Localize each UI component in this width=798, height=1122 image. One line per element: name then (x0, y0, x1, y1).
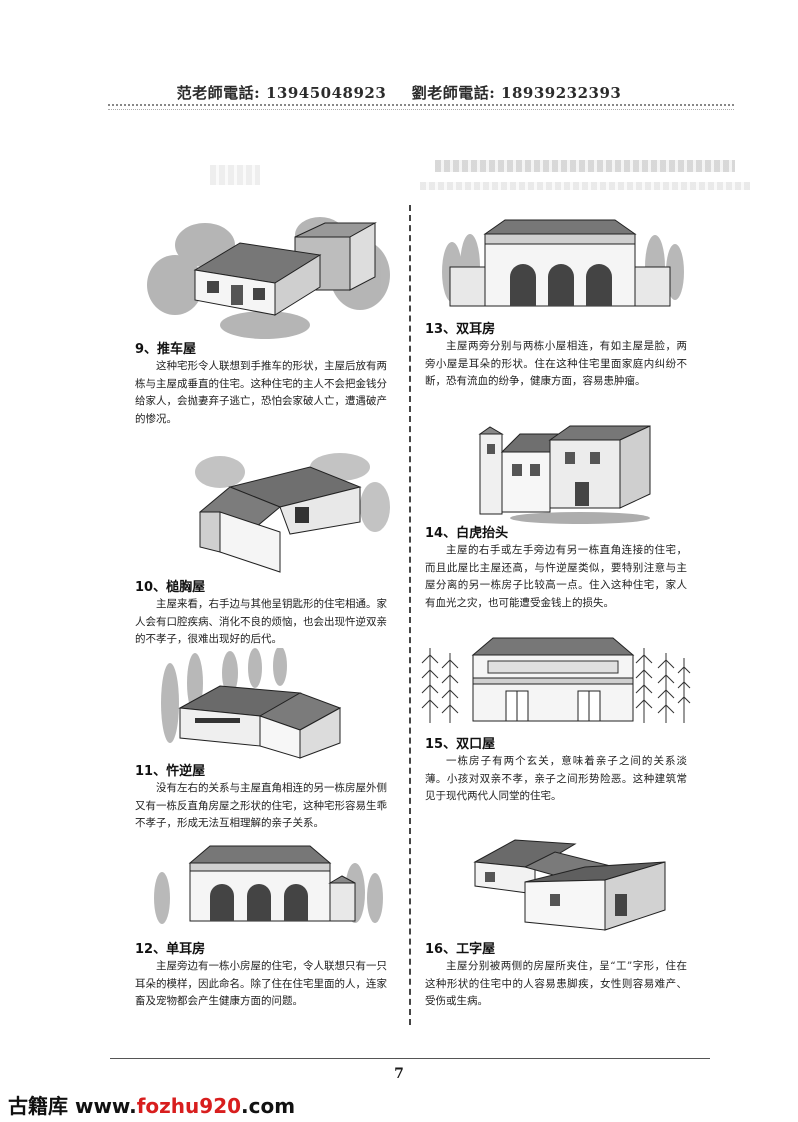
watermark-suffix: .com (241, 1094, 296, 1118)
rebellious-house-illustration (161, 648, 342, 759)
item-description: 没有左右的关系与主屋直角相连的另一栋房屋外侧又有一栋反直角房屋之形状的住宅，这种… (135, 782, 387, 829)
double-door-house-illustration (421, 637, 691, 723)
site-watermark: 古籍库 www.fozhu920.com (8, 1090, 295, 1119)
item-caption: 15、双口屋 (425, 737, 496, 752)
bleed-through-mark (435, 160, 735, 172)
push-cart-house-illustration (147, 217, 390, 339)
item-caption: 11、忤逆屋 (135, 764, 206, 779)
footer-divider (110, 1058, 710, 1059)
item-caption: 13、双耳房 (425, 322, 496, 337)
item-caption: 16、工字屋 (425, 942, 496, 957)
white-tiger-house-illustration (478, 425, 651, 524)
bleed-through-mark (420, 182, 750, 190)
teacher2-label: 劉老師電話: (411, 84, 496, 102)
item-description: 主屋两旁分别与两栋小屋相连，有如主屋是脸，两旁小屋是耳朵的形状。住在这种住宅里面… (425, 340, 687, 387)
item-caption: 12、单耳房 (135, 942, 206, 957)
item-description: 主屋来看，右手边与其他呈钥匙形的住宅相通。家人会有口腔疾病、消化不良的烦恼，也会… (135, 598, 387, 645)
item-caption: 9、推车屋 (135, 342, 197, 357)
chest-beating-house-illustration (195, 453, 390, 573)
item-description: 主屋旁边有一栋小房屋的住宅，令人联想只有一只耳朵的模样，因此命名。除了住在住宅里… (135, 960, 387, 1007)
page-number: 7 (394, 1066, 404, 1082)
teacher1-label: 范老師電話: (176, 84, 261, 102)
watermark-accent: fozhu920 (136, 1094, 242, 1118)
single-ear-house-illustration (154, 845, 383, 924)
column-divider (409, 205, 411, 1025)
header-divider-secondary (108, 109, 734, 110)
watermark-prefix: 古籍库 www. (8, 1094, 137, 1118)
bleed-through-mark (210, 165, 260, 185)
header-divider (108, 104, 734, 106)
gong-shaped-house-illustration (473, 839, 666, 931)
item-description: 一栋房子有两个玄关，意味着亲子之间的关系淡薄。小孩对双亲不孝，亲子之间形势险恶。… (425, 755, 687, 802)
page-header: 范老師電話: 13945048923 劉老師電話: 18939232393 (0, 82, 798, 103)
double-ear-house-illustration (442, 219, 684, 307)
teacher2-phone: 18939232393 (501, 84, 622, 102)
item-caption: 10、槌胸屋 (135, 580, 206, 595)
item-caption: 14、白虎抬头 (425, 526, 509, 541)
teacher1-phone: 13945048923 (265, 84, 387, 102)
item-description: 这种宅形令人联想到手推车的形状，主屋后放有两栋与主屋成垂直的住宅。这种住宅的主人… (135, 360, 387, 425)
item-description: 主屋分别被两侧的房屋所夹住，呈“工”字形，住在这种形状的住宅中的人容易患脚疾，女… (425, 960, 687, 1007)
item-description: 主屋的右手或左手旁边有另一栋直角连接的住宅，而且此屋比主屋还高，与忤逆屋类似，要… (425, 544, 687, 609)
